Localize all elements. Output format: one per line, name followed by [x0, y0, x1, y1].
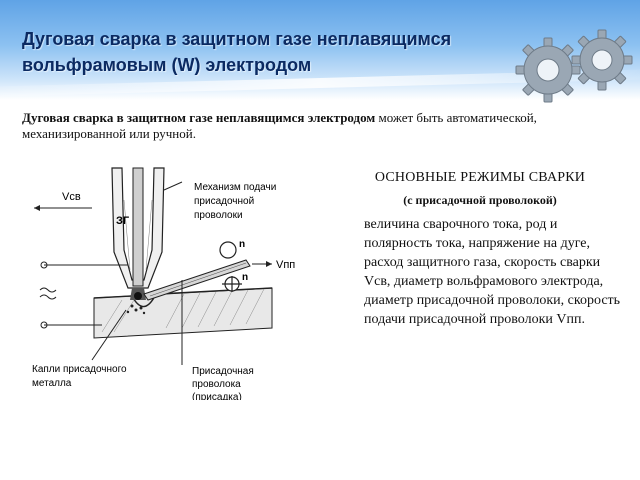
- label-wire-1: Присадочная: [192, 366, 254, 377]
- filler-wire: [143, 259, 251, 301]
- label-vsv: Vсв: [62, 191, 81, 203]
- page-title: Дуговая сварка в защитном газе неплавящи…: [22, 29, 452, 75]
- arc-area: [126, 288, 146, 315]
- label-mechanism-3: проволоки: [194, 210, 243, 221]
- welding-diagram: Vсв ЗГ Механизм подачи присадочной прово…: [32, 167, 295, 400]
- intro-paragraph: Дуговая сварка в защитном газе неплавящи…: [22, 110, 582, 142]
- modes-subtitle: (с присадочной проволокой): [403, 193, 557, 207]
- label-n-bottom: n: [242, 272, 248, 283]
- label-n-top: n: [239, 239, 245, 250]
- label-mechanism-1: Механизм подачи: [194, 182, 276, 193]
- label-wire-2: проволока: [192, 379, 241, 390]
- label-droplets-2: металла: [32, 378, 72, 389]
- label-droplets-1: Капли присадочного: [32, 364, 127, 375]
- base-metal: [93, 287, 273, 339]
- gears-icon: [515, 29, 633, 103]
- modes-body: величина сварочного тока, род и полярнос…: [364, 217, 621, 327]
- torch-nozzle: [111, 167, 165, 289]
- label-wire-3: (присадка): [192, 392, 242, 400]
- label-zg: ЗГ: [116, 215, 130, 227]
- intro-rest: может быть автоматической, механизирован…: [22, 110, 537, 141]
- label-vpp: Vпп: [276, 259, 295, 271]
- label-mechanism-2: присадочной: [194, 196, 254, 207]
- intro-bold: Дуговая сварка в защитном газе неплавящи…: [22, 110, 376, 125]
- modes-title: ОСНОВНЫЕ РЕЖИМЫ СВАРКИ: [374, 170, 586, 185]
- feed-rollers: [219, 241, 242, 292]
